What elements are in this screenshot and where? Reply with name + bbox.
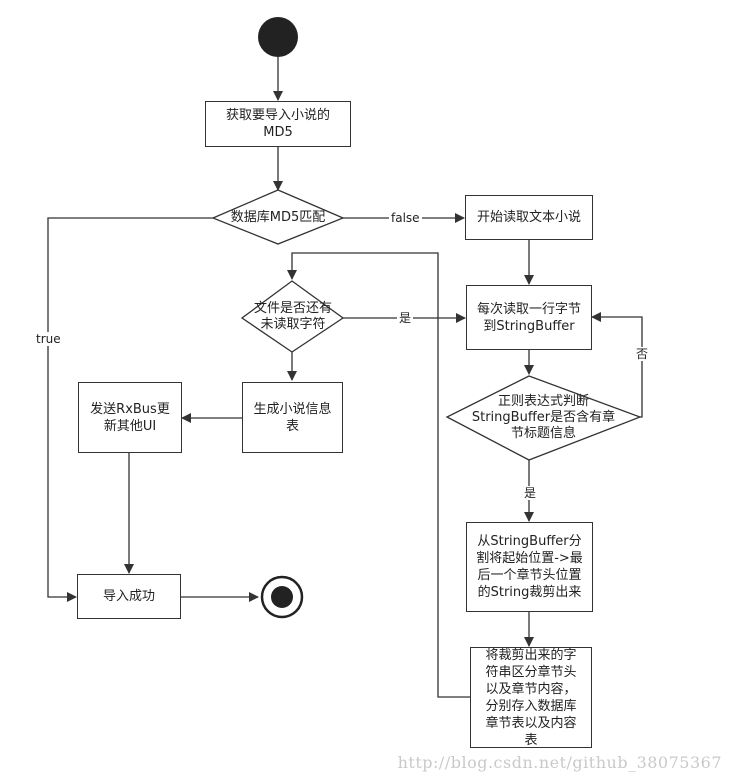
diamond-regex-label: 正则表达式判断 StringBuffer是否含有章 节标题信息 [471, 394, 616, 441]
end-node-core [271, 586, 293, 608]
diamond-unread-label: 文件是否还有 未读取字符 [253, 301, 332, 332]
node-cut-string: 从StringBuffer分 割将起始位置->最 后一个章节头位置 的Strin… [466, 522, 593, 612]
node-read-line: 每次读取一行字节 到StringBuffer [466, 285, 592, 350]
edge-label-yes-unread: 是 [397, 311, 414, 325]
diamond-regex [445, 375, 642, 461]
edge-label-no-regex: 否 [634, 347, 651, 361]
node-get-md5: 获取要导入小说的 MD5 [205, 101, 351, 147]
start-node [258, 17, 298, 57]
node-import-success: 导入成功 [77, 574, 181, 619]
watermark: http://blog.csdn.net/github_38075367 [397, 753, 722, 772]
edge-true [47, 217, 213, 602]
diamond-unread [240, 280, 345, 353]
diamond-md5-match [211, 189, 345, 245]
node-start-read: 开始读取文本小说 [465, 195, 593, 240]
edge-store-to-unread [287, 252, 470, 698]
edge-label-true: true [34, 332, 63, 346]
node-send-rxbus: 发送RxBus更 新其他UI [78, 382, 182, 453]
node-gen-info: 生成小说信息 表 [242, 382, 343, 453]
edge-label-false: false [389, 211, 422, 225]
edge-label-yes-regex: 是 [522, 486, 539, 500]
diamond-md5-match-label: 数据库MD5匹配 [230, 210, 326, 225]
node-store-chapters: 将裁剪出来的字 符串区分章节头 以及章节内容， 分别存入数据库 章节表以及内容 … [470, 647, 592, 748]
